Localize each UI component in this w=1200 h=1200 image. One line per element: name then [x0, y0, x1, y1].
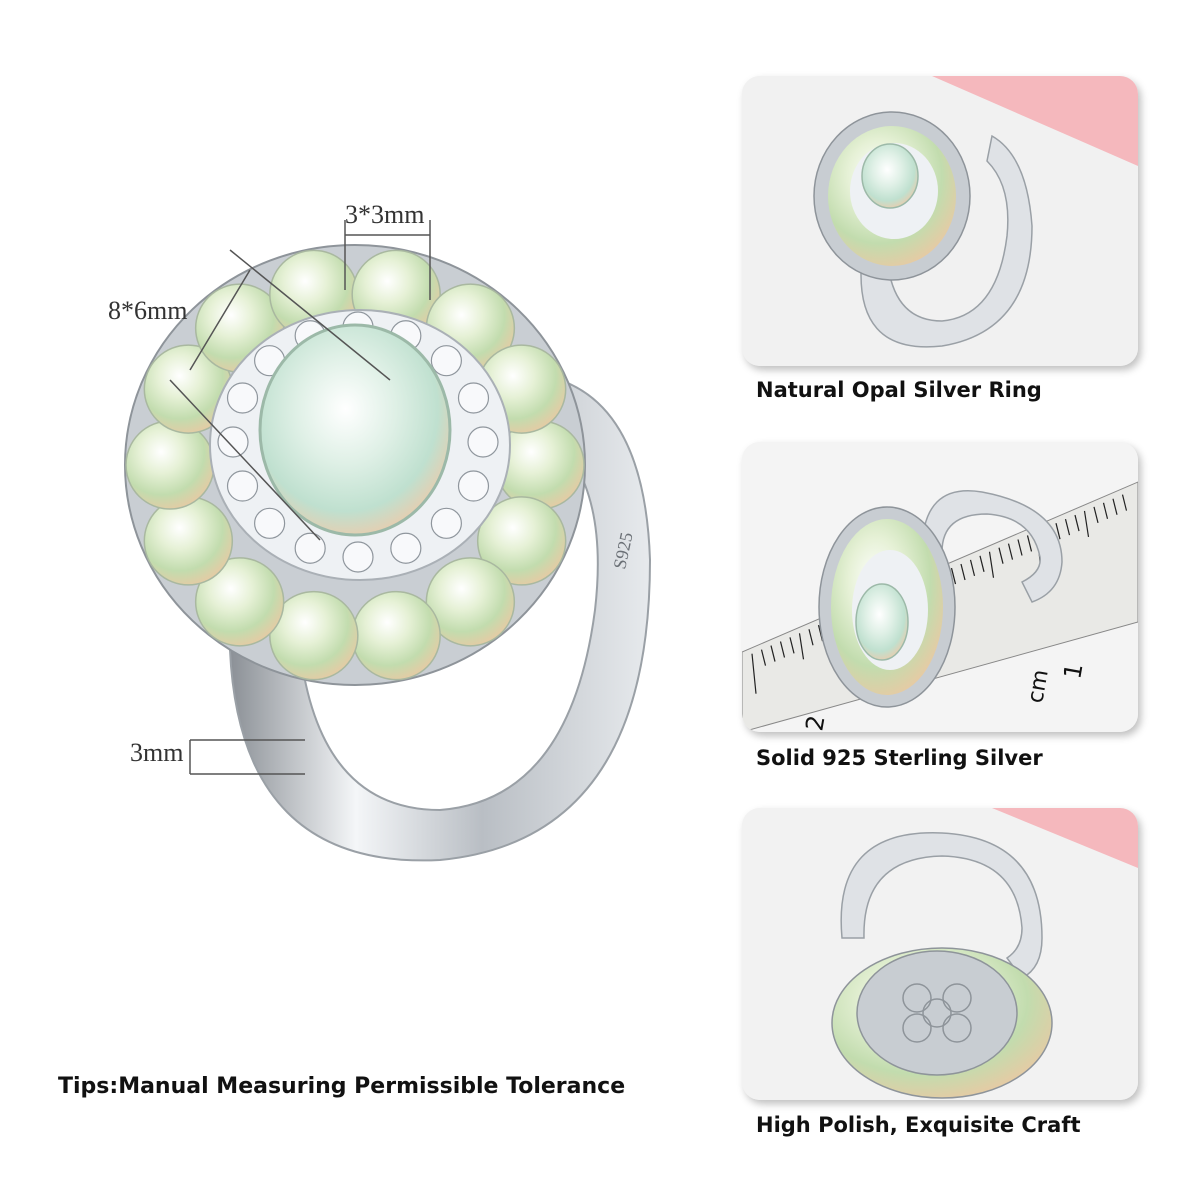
ruler-label-cm: cm — [1023, 668, 1053, 705]
ruler-tick — [789, 637, 795, 654]
ruler-tick — [779, 641, 786, 658]
halo-diamond — [467, 426, 499, 458]
panel-ruler-view: cm 1 2 — [742, 442, 1138, 732]
halo-diamond — [226, 470, 259, 502]
side-opal-stone — [125, 420, 215, 510]
panel-back-view — [742, 808, 1138, 1100]
caption-high-polish: High Polish, Exquisite Craft — [756, 1113, 1081, 1137]
ruler-tick — [1093, 506, 1099, 524]
ruler-tick — [1064, 518, 1071, 536]
halo-diamond — [342, 541, 374, 573]
ruler-label-1: 1 — [1058, 661, 1088, 681]
halo-diamond — [457, 382, 490, 414]
halo-diamond — [430, 507, 462, 539]
ruler-tick — [1083, 510, 1090, 538]
ruler-tick — [1074, 514, 1080, 532]
caption-sterling-silver: Solid 925 Sterling Silver — [756, 746, 1043, 770]
halo-diamond — [217, 426, 249, 458]
halo-diamond — [390, 532, 422, 564]
side-opal-stone — [476, 496, 567, 586]
ruler-tick — [988, 551, 995, 578]
main-ring-illustration: S925 — [124, 220, 652, 862]
ring-front-photo — [742, 76, 1138, 366]
ruler-label-2: 2 — [800, 713, 830, 732]
ruler-tick — [770, 645, 776, 662]
caption-natural-opal: Natural Opal Silver Ring — [756, 378, 1042, 402]
ruler-tick — [979, 555, 985, 572]
ruler-tick — [950, 567, 957, 585]
ruler-tick — [798, 633, 805, 660]
band-width-dimension: 3mm — [130, 738, 184, 767]
side-opal-stone — [194, 557, 285, 647]
halo-diamond — [226, 382, 259, 414]
ruler-tick — [1017, 539, 1023, 556]
side-opal-stone — [269, 590, 359, 681]
ruler-tick — [969, 559, 976, 577]
ring-ruler-photo: cm 1 2 — [742, 442, 1138, 732]
center-stone-dimension: 8*6mm — [108, 296, 188, 325]
ruler-tick — [1102, 502, 1109, 519]
measurement-tip: Tips:Manual Measuring Permissible Tolera… — [58, 1074, 626, 1099]
ring-back-photo — [742, 808, 1138, 1100]
side-stone-dimension: 3*3mm — [345, 200, 425, 229]
halo-diamond — [430, 345, 462, 377]
side-opal-stone — [143, 496, 234, 586]
ruler-tick — [1121, 494, 1128, 511]
ruler-tick — [998, 547, 1004, 564]
ruler-tick — [960, 563, 966, 581]
ruler-tick — [1055, 523, 1061, 540]
ruler-tick — [1112, 498, 1118, 515]
ruler-tick — [751, 653, 757, 694]
ruler-tick — [1026, 535, 1033, 552]
side-opal-stone — [425, 557, 516, 647]
panel-top-view — [742, 76, 1138, 366]
halo-diamond — [254, 507, 286, 539]
halo-diamond — [294, 532, 326, 564]
halo-diamond — [457, 470, 490, 502]
ruler-tick — [808, 629, 814, 646]
side-opal-stone — [351, 590, 441, 681]
ruler-tick — [760, 649, 767, 666]
ruler-tick — [1007, 543, 1014, 560]
